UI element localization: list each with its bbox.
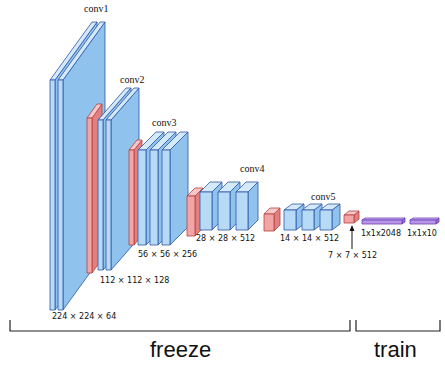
freeze-bracket bbox=[10, 320, 350, 331]
block-face bbox=[162, 132, 188, 150]
block-face bbox=[344, 211, 359, 215]
pointer-head bbox=[350, 225, 355, 231]
block-face bbox=[162, 150, 170, 245]
block-face bbox=[58, 80, 63, 310]
layer-name: conv4 bbox=[240, 163, 264, 174]
block-face bbox=[187, 196, 195, 236]
block-face bbox=[344, 215, 354, 223]
block-face bbox=[170, 132, 188, 245]
layer-blocks bbox=[50, 22, 439, 310]
block-face bbox=[236, 192, 248, 230]
block-face bbox=[138, 150, 146, 245]
block-face bbox=[87, 104, 102, 118]
block-face bbox=[264, 214, 274, 231]
block-face bbox=[320, 210, 332, 230]
dimension-label: 1x1x10 bbox=[407, 230, 437, 239]
layer-name: conv3 bbox=[152, 117, 176, 128]
block-face bbox=[92, 104, 102, 273]
block-face bbox=[218, 192, 230, 230]
block-face bbox=[218, 182, 240, 192]
block-face bbox=[87, 118, 92, 273]
group-label: train bbox=[374, 338, 417, 362]
dimension-label: 56 × 56 × 256 bbox=[138, 251, 197, 260]
dimension-label: 7 × 7 × 512 bbox=[328, 252, 377, 261]
block-face bbox=[264, 208, 280, 214]
dimension-label: 14 × 14 × 512 bbox=[280, 235, 339, 244]
block-face bbox=[302, 210, 314, 230]
block-face bbox=[58, 22, 105, 80]
block-face bbox=[106, 120, 111, 270]
block-face bbox=[284, 204, 304, 210]
block-face bbox=[200, 182, 222, 192]
block-face bbox=[362, 220, 402, 224]
block-face bbox=[320, 204, 340, 210]
block-face bbox=[106, 88, 139, 120]
block-face bbox=[302, 204, 322, 210]
dimension-label: 1x1x2048 bbox=[361, 230, 401, 239]
block-face bbox=[129, 150, 134, 245]
layer-name: conv5 bbox=[311, 191, 335, 202]
block-face bbox=[50, 80, 55, 310]
group-label: freeze bbox=[150, 338, 211, 362]
block-face bbox=[200, 192, 212, 230]
dimension-label: 224 × 224 × 64 bbox=[52, 313, 116, 322]
block-face bbox=[410, 220, 436, 224]
block-face bbox=[236, 182, 258, 192]
block-face bbox=[284, 210, 296, 230]
dimension-label: 28 × 28 × 512 bbox=[196, 235, 255, 244]
layer-name: conv1 bbox=[84, 3, 108, 14]
dimension-label: 112 × 112 × 128 bbox=[100, 277, 169, 286]
train-bracket bbox=[356, 320, 440, 331]
layer-name: conv2 bbox=[120, 74, 144, 85]
pointer-line bbox=[352, 229, 353, 249]
block-face bbox=[98, 120, 103, 270]
block-face bbox=[150, 150, 158, 245]
